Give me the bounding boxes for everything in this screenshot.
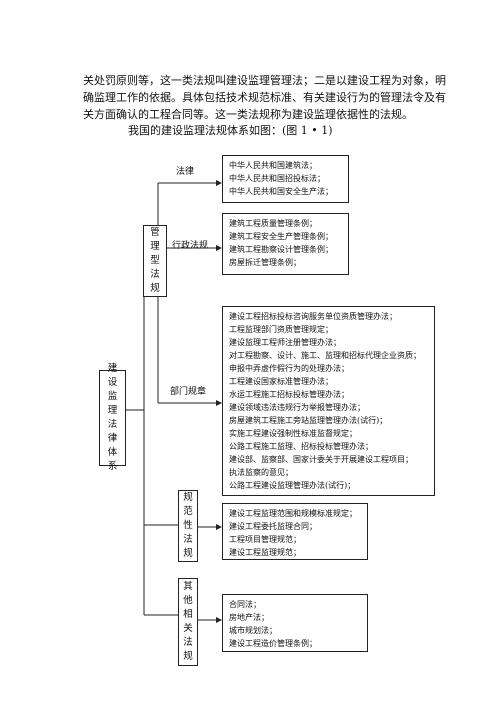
- list-item: 建设监理工程师注册管理办法；: [229, 338, 341, 347]
- list-item: 房屋拆迁管理条例；: [229, 258, 301, 267]
- list-item: 建筑工程质量管理条例；: [229, 219, 317, 228]
- list-item: 建设部、监察部、国家计委关于开展建设工程项目；: [229, 455, 413, 464]
- list-item: 建设领域违法违规行为举报管理办法；: [229, 403, 365, 412]
- department-label: 部门规章: [170, 387, 207, 397]
- management-regulation-box: 管理型法规: [143, 225, 167, 297]
- list-item: 公路工程施工监理、招标投标管理办法；: [229, 442, 373, 451]
- other-regulation-box: 其他相关法规: [178, 578, 198, 666]
- list-item: 工程项目管理规范；: [229, 535, 301, 544]
- system-intro: 我国的建设监理法规体系如图：(图 1 • 1): [128, 124, 333, 137]
- list-item: 建设工程委托监理合同；: [229, 522, 317, 531]
- list-item: 执法监察的意见；: [229, 468, 293, 477]
- list-item: 建设工程造价管理条例；: [229, 639, 317, 648]
- root-box: 建设监理法律体系: [99, 363, 126, 472]
- list-item: 申报中弄虚作假行为的处理办法；: [229, 364, 349, 373]
- list-item: 建设工程监理范围和规模标准规定；: [229, 509, 357, 518]
- list-item: 对工程勘察、设计、施工、监理和招标代理企业资质；: [229, 351, 421, 360]
- list-item: 中华人民共和国建筑法；: [229, 161, 317, 170]
- list-item: 中华人民共和国招投标法；: [229, 174, 325, 183]
- list-item: 建筑工程安全生产管理条例；: [229, 232, 333, 241]
- list-item: 实施工程建设强制性标准监督规定；: [229, 429, 357, 438]
- list-item: 房屋建筑工程施工旁站监理管理办法(试行)；: [229, 416, 388, 425]
- regulations-list: 建筑工程质量管理条例； 建筑工程安全生产管理条例； 建筑工程勘察设计管理条例； …: [222, 213, 349, 275]
- department-rules-list: 建设工程招标投标咨询服务单位资质管理办法； 工程监理部门资质管理规定； 建设监理…: [222, 306, 435, 496]
- normative-list: 建设工程监理范围和规模标准规定； 建设工程委托监理合同； 工程项目管理规范； 建…: [222, 503, 368, 560]
- list-item: 建设工程监理规范；: [229, 548, 301, 557]
- laws-label: 法律: [176, 167, 195, 177]
- regulations-label: 行政法规: [172, 241, 209, 251]
- list-item: 建设工程招标投标咨询服务单位资质管理办法；: [229, 312, 397, 321]
- laws-list: 中华人民共和国建筑法； 中华人民共和国招投标法； 中华人民共和国安全生产法；: [222, 155, 349, 203]
- intro-paragraph: 关处罚原则等，这一类法规叫建设监理管理法；二是以建设工程为对象，明确监理工作的依…: [83, 74, 446, 121]
- other-list: 合同法； 房地产法； 城市规划法； 建设工程造价管理条例；: [222, 594, 368, 652]
- list-item: 工程监理部门资质管理规定；: [229, 325, 333, 334]
- list-item: 水运工程施工招标投标管理办法；: [229, 390, 349, 399]
- list-item: 公路工程建设监理管理办法(试行)；: [229, 481, 356, 490]
- normative-regulation-box: 规范性法规: [178, 490, 198, 562]
- list-item: 工程建设国家标准管理办法；: [229, 377, 333, 386]
- list-item: 建筑工程勘察设计管理条例；: [229, 245, 333, 254]
- list-item: 合同法；: [229, 600, 261, 609]
- list-item: 中华人民共和国安全生产法；: [229, 187, 333, 196]
- list-item: 房地产法；: [229, 613, 269, 622]
- list-item: 城市规划法；: [229, 626, 277, 635]
